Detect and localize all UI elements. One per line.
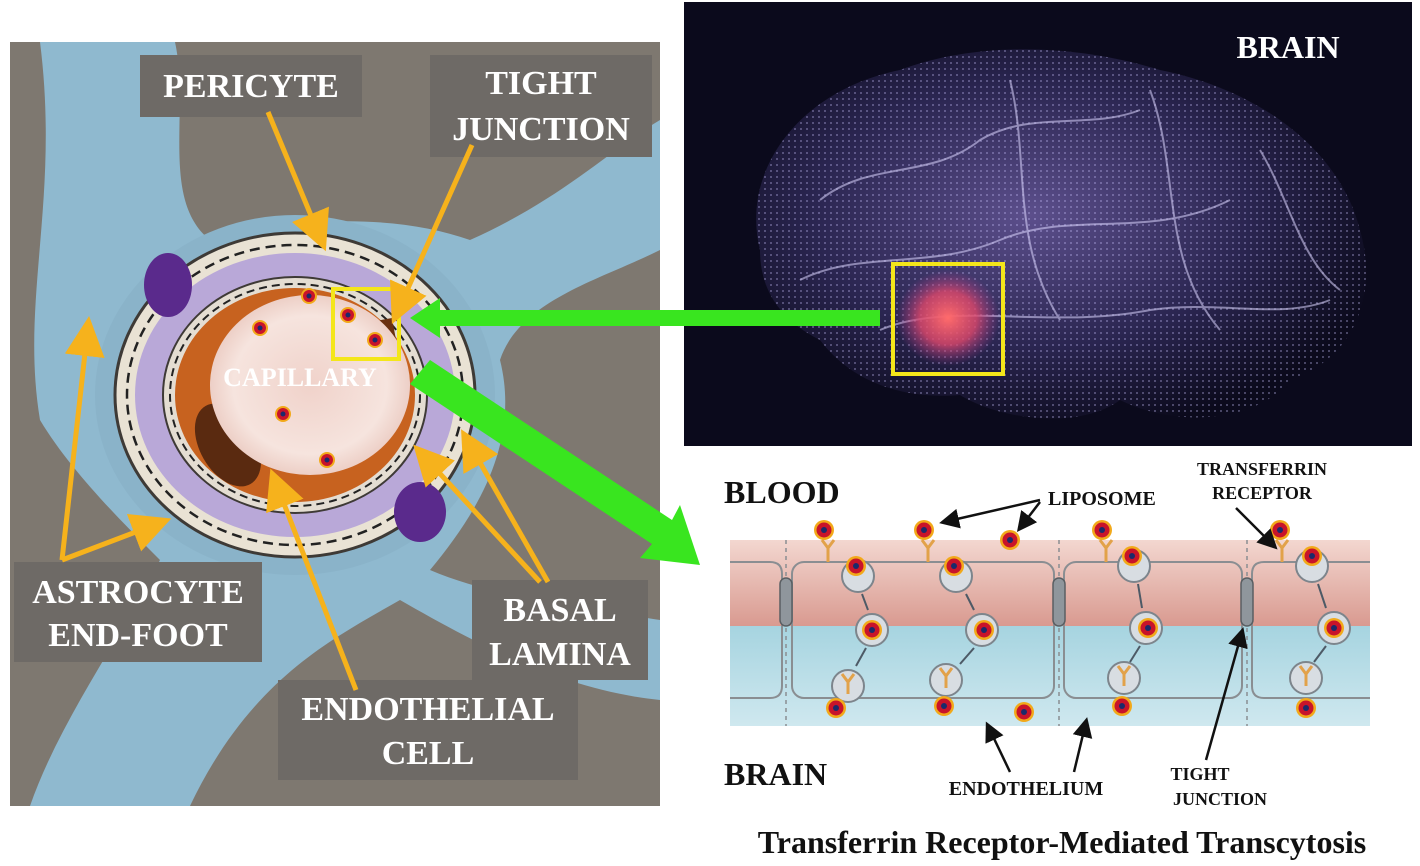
liposome [252,320,268,336]
liposome [914,520,934,540]
liposome [367,332,383,348]
brain-band [730,626,1370,726]
pericyte-nucleus-lower [394,482,446,542]
brain-side-label: BRAIN [724,756,827,792]
pericyte-label-box [140,55,362,117]
receptor [938,667,954,688]
receptor [840,673,856,694]
liposome [974,620,994,640]
liposome [275,406,291,422]
liposome [1302,546,1322,566]
endothelial-label-box [278,680,578,780]
capillary-lumen [210,295,410,475]
liposome [301,288,317,304]
liposome-pointer-1 [939,498,1041,529]
basal-lamina-label-box [472,580,648,680]
green-arrow-capillary-to-transcytosis [410,360,700,565]
blood-band [730,540,1370,626]
brain-highlight-box [891,262,1005,376]
capillary-cross-section-panel: CAPILLARY PERICYTE TIGHT JUNCTION ASTROC… [10,42,660,806]
tight-junction-label-box [430,55,652,157]
liposome [1138,618,1158,638]
astrocyte-label-box [14,562,262,662]
liposome [826,698,846,718]
endothelial-label-line1: ENDOTHELIAL [301,691,554,728]
endothelial-label-line2: CELL [382,735,475,772]
receptor [1274,539,1290,562]
transferrin-receptor-label-line2: RECEPTOR [1212,483,1313,503]
blood-label: BLOOD [724,474,840,510]
green-arrows [410,298,880,565]
liposome [1324,618,1344,638]
brain-title: BRAIN [1236,29,1339,65]
transferrin-receptor-label-line1: TRANSFERRIN [1197,459,1327,479]
liposome-group-capillary [252,288,383,468]
basal-lamina-pointer-1 [413,444,542,584]
liposome-pointer-2 [1016,501,1041,532]
liposome [1000,530,1020,550]
figure-caption: Transferrin Receptor-Mediated Transcytos… [758,824,1366,860]
tight-junctions [779,577,1254,627]
basal-lamina-label-line2: LAMINA [489,636,631,673]
basal-lamina-label-line1: BASAL [503,592,616,629]
pericyte-pointer [265,111,329,252]
astrocyte-pointer-2 [61,513,172,563]
astrocyte-pointer-1 [59,316,105,561]
black-pointers [939,498,1278,773]
receptor-pointer [1235,507,1278,550]
tight-junction-bottom-pointer [1204,627,1248,761]
endothelium-pointer-1 [985,721,1012,773]
endothelium-pointer-2 [1072,717,1093,773]
receptor [1116,665,1132,686]
tight-junction-bottom-label-line1: TIGHT [1170,764,1229,784]
liposome [846,556,866,576]
liposome [862,620,882,640]
tight-junction-bottom-label-line2: JUNCTION [1173,789,1267,809]
liposome [814,520,834,540]
capillary-label: CAPILLARY [223,363,377,392]
liposome [319,452,335,468]
liposome [1122,546,1142,566]
basal-lamina-pointer-2 [461,429,551,584]
receptor [1298,665,1314,686]
cell-boundaries [785,540,1248,726]
endothelial-pointer [266,468,359,691]
endothelial-cells [730,561,1370,699]
transcytosis-panel: BLOOD BRAIN LIPOSOME TRANSFERRIN RECEPTO… [724,459,1370,860]
liposome [934,696,954,716]
liposome [1092,520,1112,540]
receptor [920,539,936,562]
liposome [1112,696,1132,716]
receptor [1098,539,1114,562]
transferrin-receptors [820,539,1314,694]
liposome [944,556,964,576]
liposome [1296,698,1316,718]
receptor [820,539,836,562]
liposome [1270,520,1290,540]
liposome-group-transcytosis [814,520,1344,722]
brain-panel: BRAIN [684,2,1412,446]
endothelium-label: ENDOTHELIUM [949,778,1104,800]
astrocyte-label-line1: ASTROCYTE [32,574,244,611]
liposome-label: LIPOSOME [1048,488,1156,510]
tight-junction-pointer [389,143,475,325]
astrocyte-label-line2: END-FOOT [48,617,228,654]
tight-junction-label-line2: JUNCTION [452,111,630,148]
pointer-arrows [59,111,551,691]
brain-hotspot [896,270,1000,366]
tight-junction-label-line1: TIGHT [485,65,597,102]
liposome [1014,702,1034,722]
pericyte-nucleus-upper [144,253,192,317]
liposome [340,307,356,323]
pericyte-label: PERICYTE [163,68,339,105]
transit-arrows [855,583,1327,667]
green-arrow-brain-to-capillary [410,298,880,338]
